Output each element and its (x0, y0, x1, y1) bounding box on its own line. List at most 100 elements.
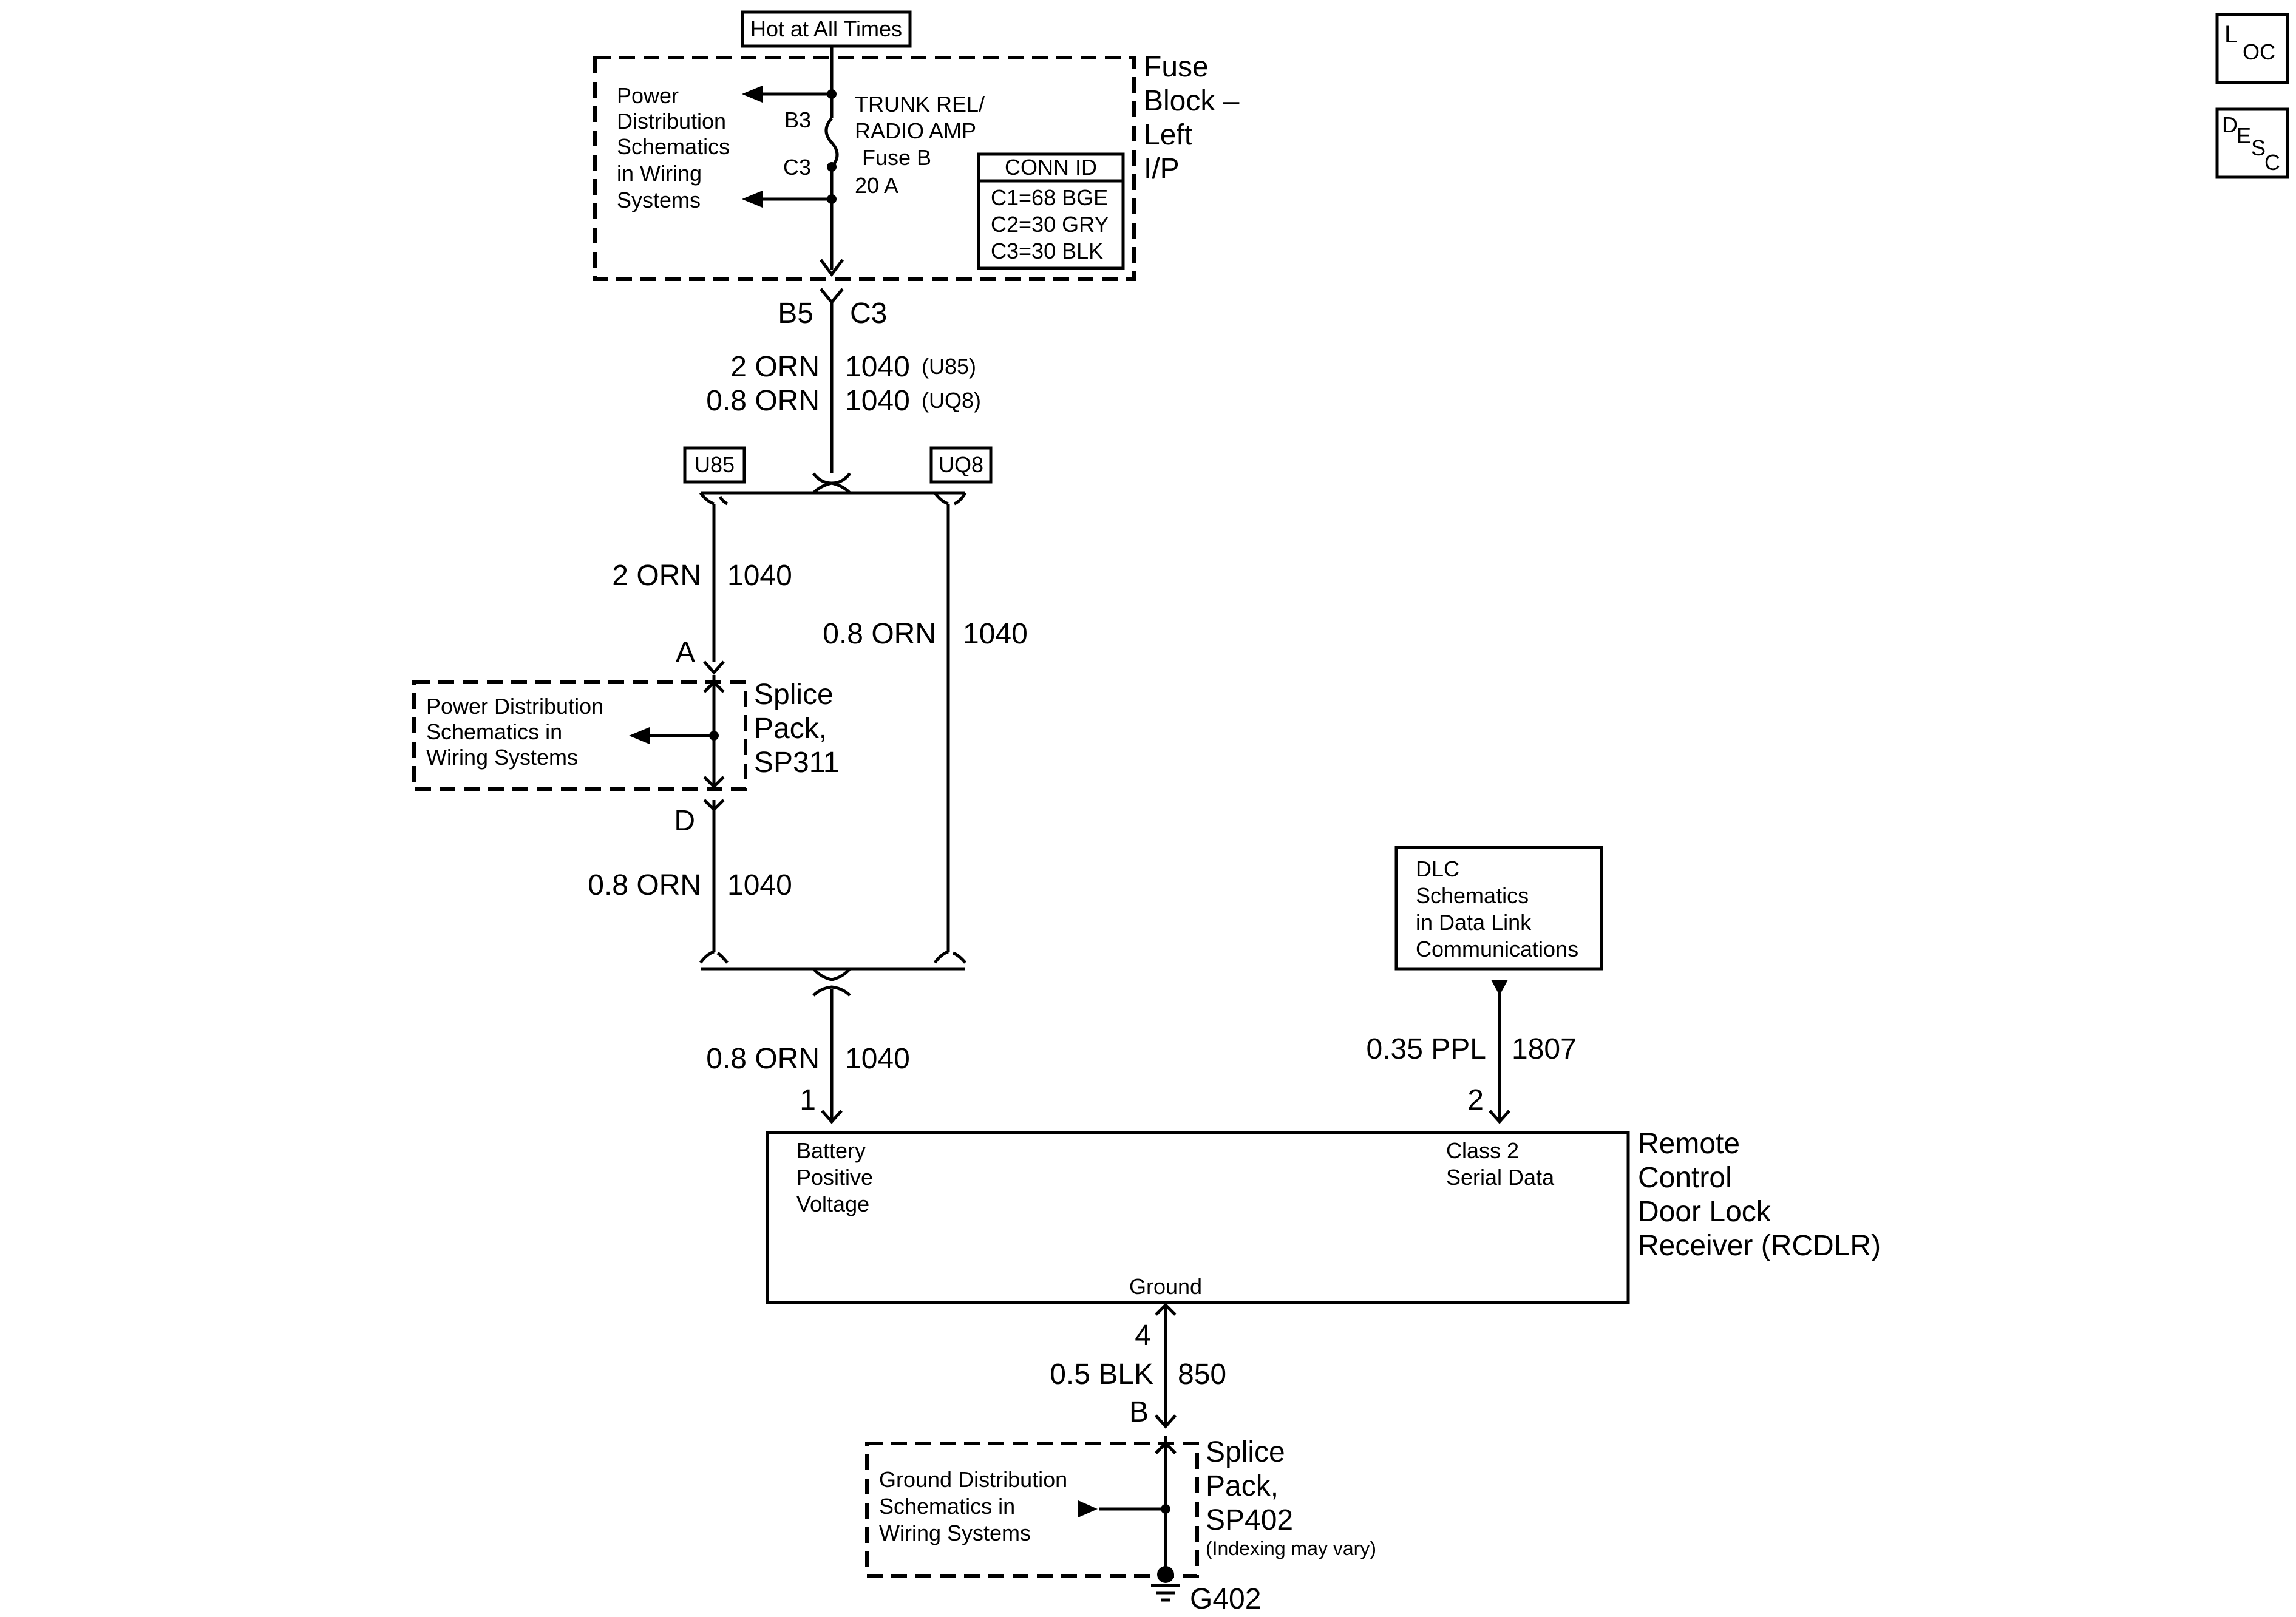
wire-left-upper-circuit: 1040 (727, 560, 792, 592)
svg-text:Systems: Systems (617, 188, 701, 212)
svg-text:Left: Left (1144, 119, 1192, 151)
svg-text:Wiring Systems: Wiring Systems (879, 1520, 1031, 1545)
splice-sp402-title: Splice Pack, SP402 (1206, 1436, 1293, 1536)
svg-text:1040: 1040 (845, 351, 910, 383)
splice-sp311-pin-a: A (676, 636, 695, 668)
splice-sp311-top-arrow (703, 680, 725, 693)
svg-text:SP311: SP311 (754, 747, 840, 779)
wire-top-1-label: 2 ORN 1040 (U85) (730, 351, 976, 383)
wire-to-module-gauge: 0.8 ORN (706, 1043, 820, 1075)
svg-text:Block –: Block – (1144, 85, 1240, 117)
module-pin-4: 4 (1135, 1320, 1151, 1352)
svg-text:Fuse: Fuse (1144, 51, 1209, 83)
pin-c3-fuse: C3 (783, 155, 811, 180)
svg-text:Voltage: Voltage (796, 1192, 869, 1216)
svg-text:Power: Power (617, 83, 679, 108)
u85-branch-top-r (718, 495, 729, 506)
connector-c3: C3 (850, 297, 887, 330)
fuse-name-1: TRUNK REL/ (855, 92, 985, 117)
ground-eyelet-icon (1157, 1566, 1174, 1583)
wire-left-upper-gauge: 2 ORN (612, 560, 701, 592)
splice-sp311-arrow-icon (629, 727, 650, 744)
svg-text:Pack,: Pack, (1206, 1470, 1279, 1502)
splice-sp402-arrow-icon (1078, 1500, 1098, 1517)
fuse-block-output-arrow (820, 259, 844, 277)
svg-text:Communications: Communications (1416, 937, 1578, 961)
fuse-rating: 20 A (855, 173, 898, 198)
loc-icon[interactable]: L OC (2215, 13, 2289, 84)
wire-left-lower-gauge: 0.8 ORN (588, 869, 701, 901)
splice-sp402-pin-b: B (1129, 1396, 1149, 1428)
c3-junction (827, 162, 837, 172)
uq8-branch-top (933, 492, 949, 506)
ground-g402: G402 (1190, 1583, 1261, 1615)
conn-id-c2: C2=30 GRY (991, 212, 1109, 237)
class2-serial-label: Class 2 Serial Data (1446, 1138, 1555, 1190)
wire-to-module-circuit: 1040 (845, 1043, 910, 1075)
svg-text:Schematics: Schematics (1416, 883, 1529, 908)
svg-text:Power Distribution: Power Distribution (426, 694, 603, 719)
wire-ground-gauge: 0.5 BLK (1050, 1358, 1153, 1391)
pin-b3: B3 (784, 107, 811, 132)
u85-branch-bottom-r (716, 951, 729, 964)
svg-text:(UQ8): (UQ8) (922, 388, 981, 413)
svg-text:1040: 1040 (845, 385, 910, 417)
svg-text:OC: OC (2243, 39, 2275, 64)
desc-icon[interactable]: D E S C (2215, 107, 2289, 179)
svg-text:L: L (2224, 21, 2238, 48)
option-split-top-peak (812, 481, 851, 494)
svg-text:Schematics in: Schematics in (879, 1494, 1015, 1519)
wire-right-gauge: 0.8 ORN (823, 618, 936, 650)
svg-text:Door Lock: Door Lock (1638, 1196, 1771, 1228)
rcdlr-module (766, 1131, 1630, 1304)
hot-label-box (741, 10, 912, 48)
connector-b5-c3-symbol (820, 288, 844, 305)
fuse-block-outline (593, 56, 1136, 281)
uq8-branch-bottom (933, 950, 949, 964)
svg-text:Pack,: Pack, (754, 713, 827, 745)
svg-text:in Wiring: in Wiring (617, 161, 702, 186)
fuse-block-title: Fuse Block – Left I/P (1144, 51, 1240, 185)
u85-branch-bottom (699, 950, 715, 964)
svg-text:(U85): (U85) (922, 354, 976, 379)
ground-label: Ground (1129, 1274, 1202, 1299)
svg-text:C: C (2264, 150, 2280, 175)
svg-text:Class 2: Class 2 (1446, 1138, 1519, 1163)
svg-text:SP402: SP402 (1206, 1504, 1293, 1536)
u85-branch-top (699, 492, 715, 506)
svg-text:Remote: Remote (1638, 1128, 1740, 1160)
svg-text:Distribution: Distribution (617, 109, 726, 134)
splice-sp402-note: Ground Distribution Schematics in Wiring… (879, 1467, 1067, 1545)
splice-sp402-outline (865, 1442, 1199, 1578)
svg-text:S: S (2251, 135, 2266, 160)
conn-id-table (977, 152, 1125, 270)
option-u85-box (683, 446, 746, 484)
fuse-block-power-dist-note: Power Distribution Schematics in Wiring … (617, 83, 730, 212)
svg-text:Schematics: Schematics (617, 134, 730, 159)
wire-serial-circuit: 1807 (1512, 1033, 1577, 1065)
power-dist-arrow-icon (742, 191, 763, 208)
wire-top-2-label: 0.8 ORN 1040 (UQ8) (706, 385, 981, 417)
svg-text:Serial Data: Serial Data (1446, 1165, 1555, 1190)
pin-a-connector-icon (703, 660, 725, 675)
connector-b5: B5 (778, 297, 813, 330)
svg-text:0.8 ORN: 0.8 ORN (706, 385, 820, 417)
option-merge-bottom-icon (812, 968, 851, 981)
svg-text:Schematics in: Schematics in (426, 719, 562, 744)
svg-text:Control: Control (1638, 1162, 1732, 1194)
module-pin-1: 1 (800, 1084, 816, 1116)
option-u85: U85 (695, 452, 735, 477)
splice-sp311-pin-d: D (674, 805, 695, 837)
pin-b-connector-icon (1155, 1414, 1177, 1429)
wire-right-circuit: 1040 (963, 618, 1028, 650)
rcdlr-title: Remote Control Door Lock Receiver (RCDLR… (1638, 1128, 1881, 1262)
splice-sp402-top-arrow (1155, 1441, 1177, 1454)
wire-ground-circuit: 850 (1178, 1358, 1226, 1391)
fuse-b-symbol (824, 117, 839, 168)
conn-id-c1: C1=68 BGE (991, 185, 1108, 210)
svg-text:Positive: Positive (796, 1165, 873, 1190)
fuse-name-2: RADIO AMP (855, 118, 976, 143)
svg-text:Splice: Splice (754, 679, 834, 711)
svg-text:in Data Link: in Data Link (1416, 910, 1532, 935)
